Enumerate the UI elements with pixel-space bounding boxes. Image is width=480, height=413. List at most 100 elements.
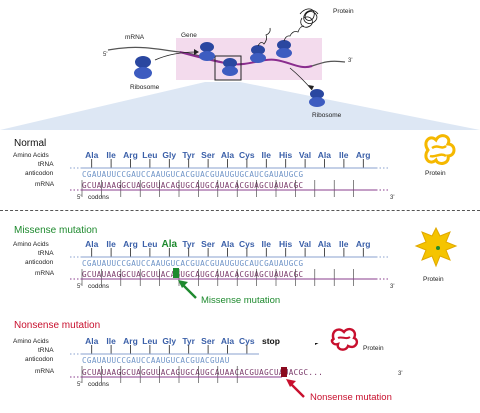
amino-acid-label: Ile xyxy=(106,239,116,249)
arrow-head xyxy=(315,343,319,345)
amino-acid-label: Arg xyxy=(123,150,138,160)
peptide-chain xyxy=(283,25,305,42)
amino-acid-label: Leu xyxy=(142,150,158,160)
amino-acid-label: Cys xyxy=(239,336,255,346)
gene-highlight xyxy=(176,38,322,80)
nonsense-title: Nonsense mutation xyxy=(14,320,101,331)
mrna-label: mRNA xyxy=(125,34,145,41)
missense-anticodon-seq: CGAUAUUCCGAUCCAAUGUCACGUACGUAUGUGCAUCGAU… xyxy=(82,259,304,268)
nonsense-callout-label: Nonsense mutation xyxy=(310,392,392,403)
peptide-chain xyxy=(257,27,271,47)
gene-label: Gene xyxy=(181,32,197,39)
amino-acid-label: Ala xyxy=(220,239,235,249)
amino-acid-label: Arg xyxy=(355,150,371,160)
missense-mutation-highlight xyxy=(173,268,179,278)
amino-acid-label: Ile xyxy=(106,336,116,346)
amino-acid-label: Ala xyxy=(220,336,235,346)
normal-title: Normal xyxy=(14,138,47,149)
amino-acids-label: Amino Acids xyxy=(13,241,49,248)
ribosome-label: Ribosome xyxy=(312,112,342,119)
ribosome-icon xyxy=(276,40,292,58)
amino-acid-label: Cys xyxy=(239,150,255,160)
amino-acid-label: Arg xyxy=(355,239,371,249)
missense-trna-ticks xyxy=(81,248,364,286)
anticodon-label: anticodon xyxy=(25,356,54,363)
amino-acid-label: Ser xyxy=(201,150,215,160)
protein-icon xyxy=(299,8,319,28)
mrna-row-label: mRNA xyxy=(35,368,55,375)
five-prime-label: 5' xyxy=(103,52,108,58)
ribosome-icon xyxy=(134,56,152,79)
ribosome-label: Ribosome xyxy=(130,84,160,91)
normal-mrna-seq: GCUAUAAGGCUAGGUUACAGUGCAUGCAUACACGUAGCUA… xyxy=(82,181,304,190)
amino-acid-label: Tyr xyxy=(182,336,195,346)
ribosome-entry-arrow xyxy=(154,51,198,61)
arrow-head xyxy=(308,85,314,90)
ribosome-release-arrow xyxy=(289,67,313,91)
amino-acid-label: Ile xyxy=(106,150,116,160)
five-prime-label: 5' xyxy=(77,284,82,290)
missense-callout-label: Missense mutation xyxy=(201,295,281,306)
five-prime-label: 5' xyxy=(77,195,82,201)
arrow-head xyxy=(178,280,188,288)
amino-acid-label: Arg xyxy=(123,336,138,346)
nonsense-trna-ticks xyxy=(81,345,248,383)
normal-protein-icon xyxy=(424,134,456,165)
amino-acid-label: Ser xyxy=(201,336,215,346)
amino-acid-label: Ala xyxy=(85,239,99,249)
amino-acid-label: Ala xyxy=(220,150,235,160)
codons-label: codons xyxy=(88,283,109,290)
missense-title: Missense mutation xyxy=(14,225,98,236)
amino-acid-label: Gly xyxy=(162,150,177,160)
amino-acid-label: Ile xyxy=(339,150,349,160)
normal-trna-ticks xyxy=(81,159,364,197)
five-prime-label: 5' xyxy=(77,382,82,388)
amino-acid-label: His xyxy=(278,239,293,249)
ribosome-icon xyxy=(250,45,266,63)
zoom-cone xyxy=(0,82,480,130)
codons-label: codons xyxy=(88,194,109,201)
stop-label: stop xyxy=(262,336,280,346)
nonsense-protein-icon xyxy=(330,327,359,351)
ribosome-icon xyxy=(199,42,215,61)
amino-acid-label: Ala xyxy=(161,239,178,250)
amino-acid-label: Ala xyxy=(85,336,99,346)
nonsense-codon-lines xyxy=(70,343,319,398)
amino-acid-label: Tyr xyxy=(182,150,195,160)
trna-label: tRNA xyxy=(38,161,54,168)
arrow-head xyxy=(286,379,296,387)
missense-mrna-seq: GCUAUAAGGCUAGCUUACAGUGCAUGCAUACACGUAGCUA… xyxy=(82,270,304,279)
ribosome-icon xyxy=(222,58,238,76)
trna-label: tRNA xyxy=(38,250,54,257)
missense-codon-lines xyxy=(70,248,388,299)
amino-acid-label: Ile xyxy=(261,150,271,160)
protein-label: Protein xyxy=(423,276,444,283)
amino-acid-label: Arg xyxy=(123,239,138,249)
three-prime-label: 3' xyxy=(390,195,395,201)
amino-acid-label: Ile xyxy=(261,239,271,249)
amino-acid-label: Cys xyxy=(239,239,255,249)
amino-acid-label: Leu xyxy=(142,239,158,249)
nonsense-mutation-highlight xyxy=(281,367,287,377)
section-divider xyxy=(0,210,480,211)
normal-codon-lines xyxy=(70,159,388,197)
trna-label: tRNA xyxy=(38,347,54,354)
amino-acids-label: Amino Acids xyxy=(13,152,49,159)
zoom-box xyxy=(214,55,242,81)
three-prime-label: 3' xyxy=(398,371,403,377)
nonsense-mrna-seq: GCUAUAAGGCUAGGUUACAGUGCAUGCAUAACACGUAGCU… xyxy=(82,368,324,377)
amino-acid-label: His xyxy=(278,150,293,160)
amino-acid-label: Tyr xyxy=(182,239,195,249)
anticodon-label: anticodon xyxy=(25,259,54,266)
ribosome-icon xyxy=(309,89,325,107)
amino-acid-label: Ala xyxy=(317,150,331,160)
anticodon-label: anticodon xyxy=(25,170,54,177)
amino-acid-label: Val xyxy=(298,239,312,249)
normal-anticodon-seq: CGAUAUUCCGAUCCAAUGUCACGUACGUAUGUGCAUCGAU… xyxy=(82,170,304,179)
amino-acid-label: Val xyxy=(298,150,312,160)
mrna-row-label: mRNA xyxy=(35,270,55,277)
amino-acid-label: Leu xyxy=(142,336,158,346)
three-prime-label: 3' xyxy=(348,58,353,64)
